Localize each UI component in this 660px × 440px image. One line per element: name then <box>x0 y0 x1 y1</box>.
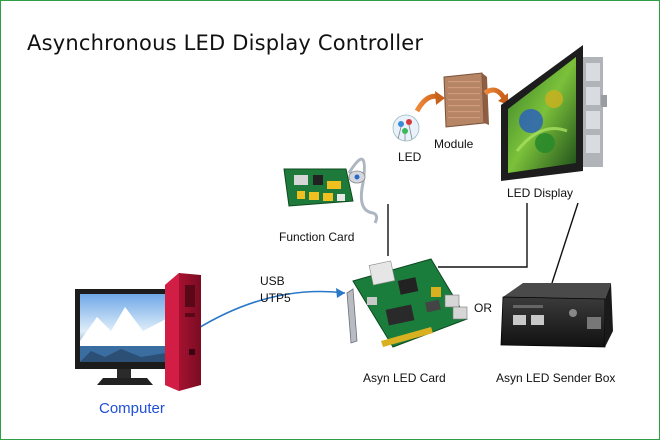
usb-label: USB <box>260 274 285 288</box>
asyn-led-sender-box-label: Asyn LED Sender Box <box>496 371 616 385</box>
cable-arrowhead <box>336 288 345 298</box>
function-card-label: Function Card <box>279 230 355 244</box>
diagram-title: Asynchronous LED Display Controller <box>27 31 424 55</box>
led-display-icon <box>501 45 607 181</box>
display-link <box>438 203 528 268</box>
led-icon <box>392 114 420 142</box>
sender-box-link <box>551 202 579 284</box>
asyn-led-sender-box-icon <box>500 283 613 348</box>
led-display-label: LED Display <box>507 186 574 200</box>
computer-label: Computer <box>99 400 165 417</box>
usb-utp5-cable <box>196 290 346 330</box>
module-label: Module <box>434 137 474 151</box>
asyn-led-card-label: Asyn LED Card <box>363 371 446 385</box>
asyn-led-card-icon <box>346 258 468 348</box>
module-icon <box>443 72 489 128</box>
utp5-label: UTP5 <box>260 291 291 305</box>
function-card-icon <box>283 157 379 224</box>
module-to-display-arrow <box>483 87 507 100</box>
or-label: OR <box>474 301 492 315</box>
led-to-module-arrowhead <box>435 91 445 105</box>
led-label: LED <box>398 150 422 164</box>
computer-icon <box>75 273 201 391</box>
connection-lines <box>387 202 579 284</box>
